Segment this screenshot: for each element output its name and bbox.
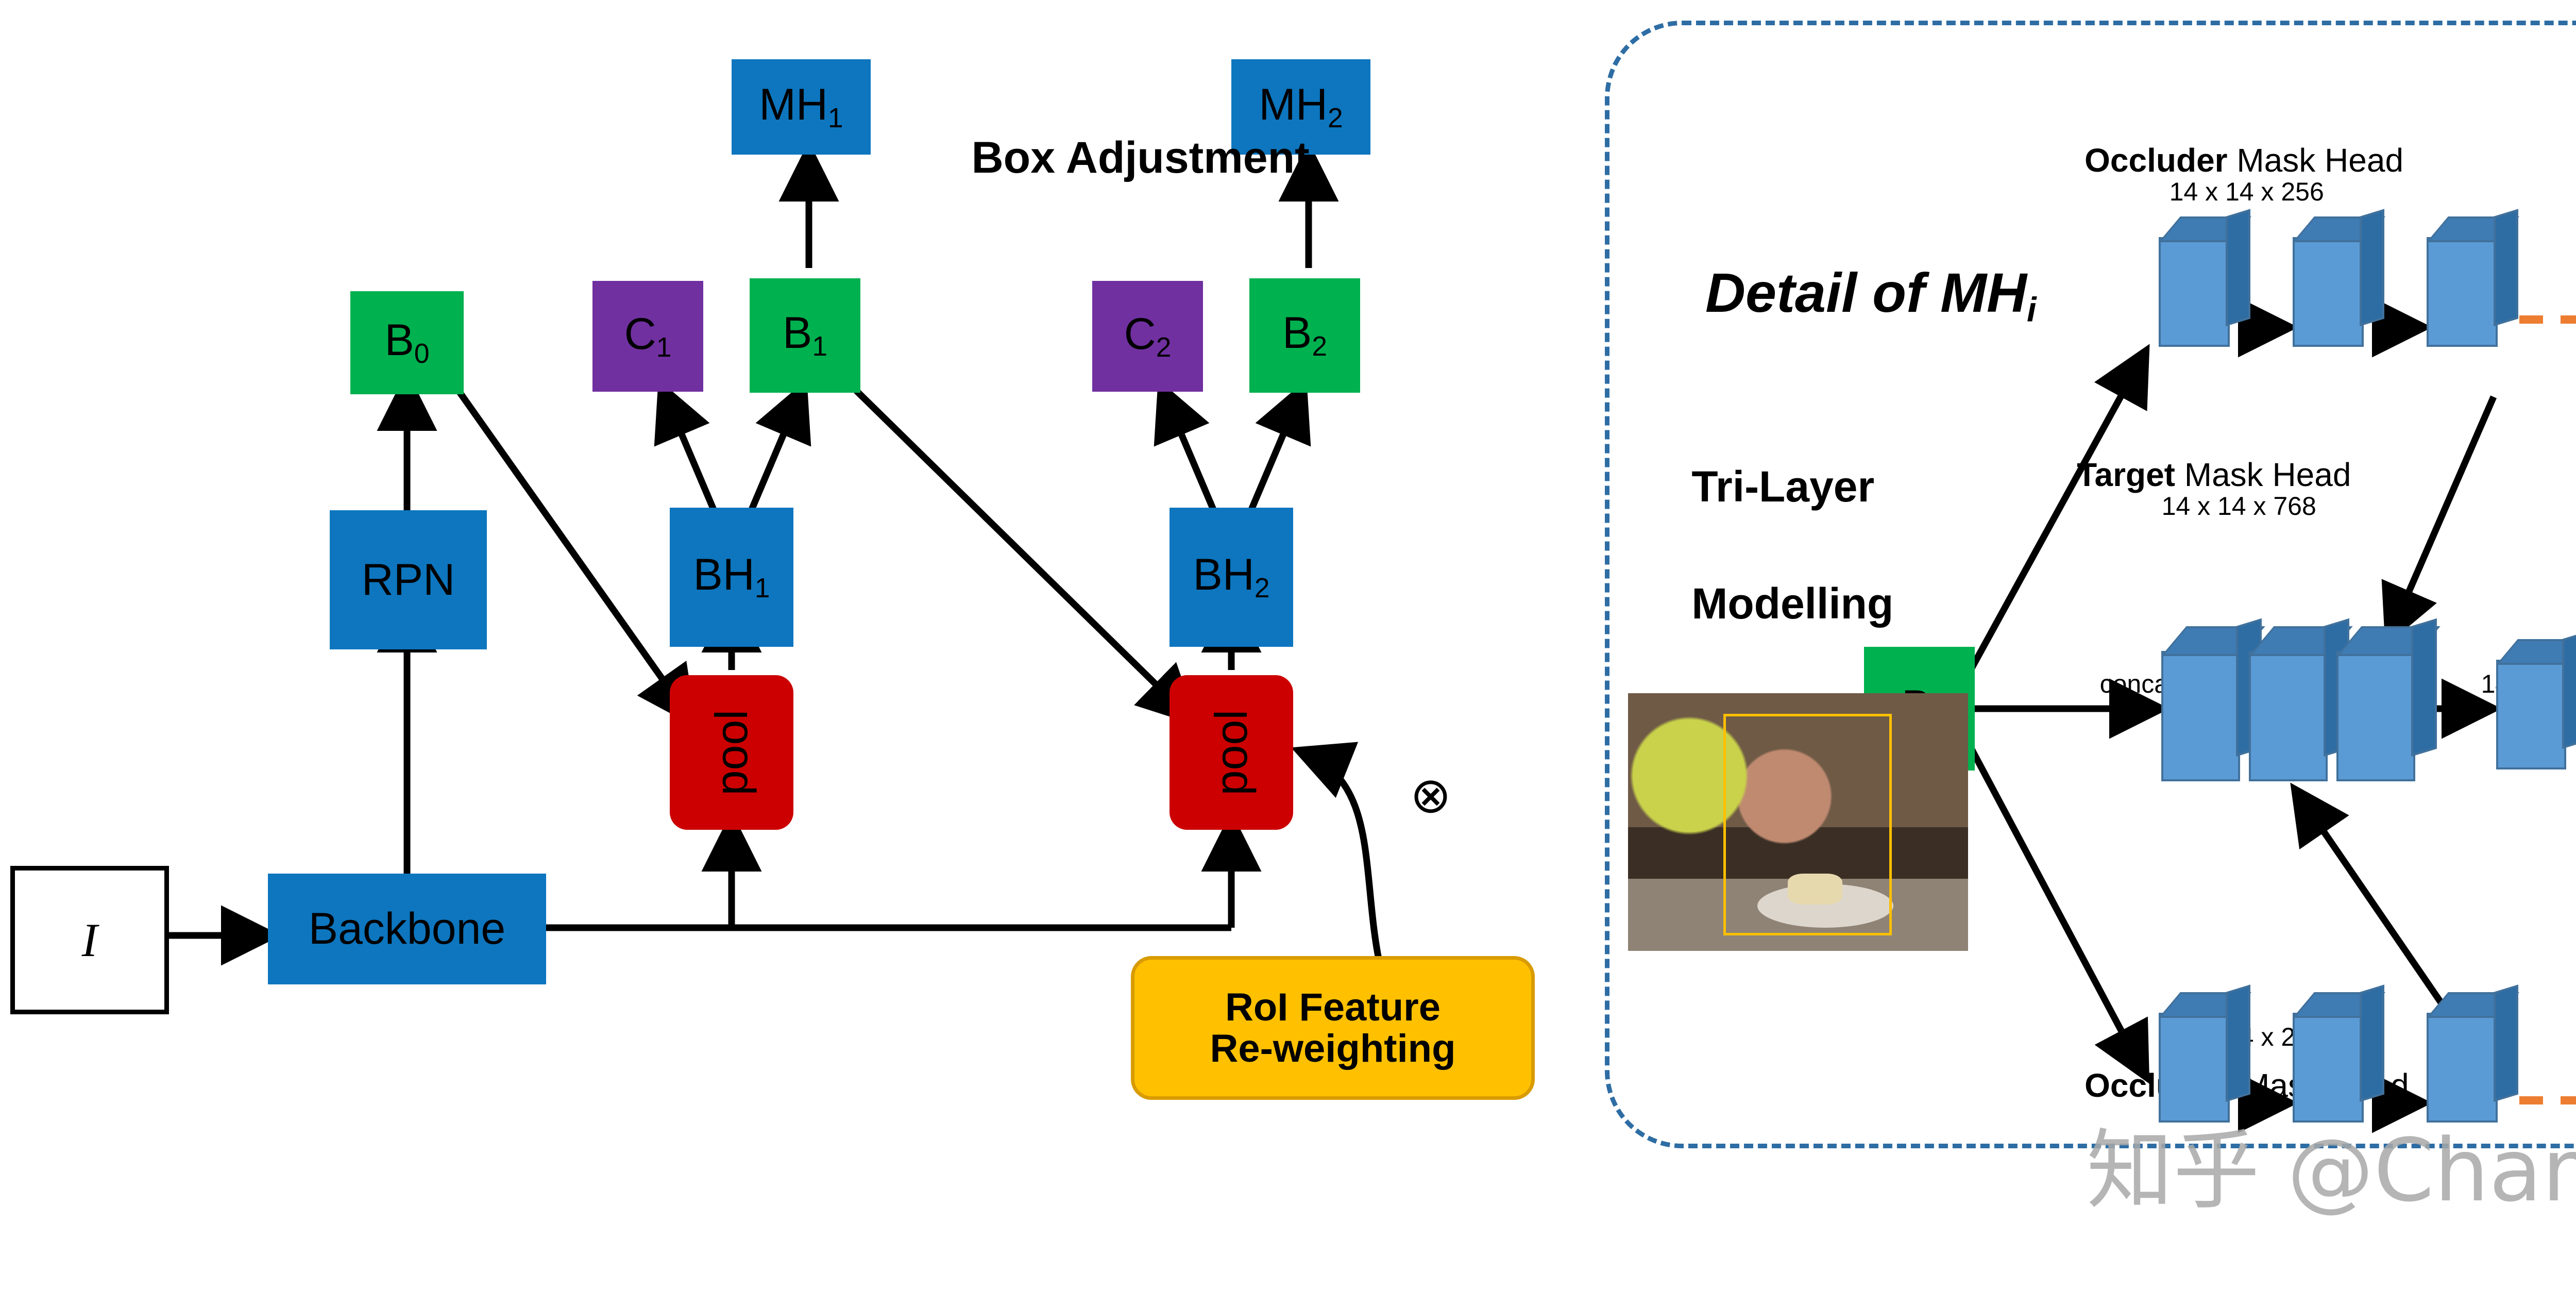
cube-side [2562, 631, 2576, 749]
roi-feature-reweighting-node[interactable]: RoI Feature Re-weighting [1131, 956, 1535, 1100]
cube-front [2159, 1013, 2230, 1123]
occluder-head-title: Occluder Mask Head [2084, 142, 2404, 179]
input-photo-thumbnail [1628, 693, 1968, 951]
b0-node[interactable]: B0 [350, 291, 464, 394]
pool1-label: pool [705, 709, 757, 796]
c2-node[interactable]: C2 [1092, 281, 1203, 392]
cube-side [2494, 984, 2518, 1102]
box-adjustment-title: Box Adjustment [971, 132, 1310, 182]
occluder-conv-2[interactable] [2293, 209, 2385, 347]
cube-side [2360, 209, 2384, 326]
target-head-dims: 14 x 14 x 768 [2161, 492, 2316, 521]
c1-label: C1 [624, 309, 672, 363]
bh1-label: BH1 [693, 550, 770, 604]
target-conv-concat-1[interactable] [2161, 618, 2265, 781]
mh1-label: MH1 [759, 79, 843, 133]
occluder-conv-3[interactable] [2427, 209, 2519, 347]
pool1-node[interactable]: pool [670, 675, 793, 830]
multiply-operator-icon: ⊗ [1410, 768, 1452, 823]
c2-label: C2 [1124, 309, 1172, 363]
tri-layer-modelling-label: Tri-Layer Modelling [1691, 462, 1894, 628]
occludee-conv-3[interactable] [2427, 984, 2519, 1123]
rpn-label: RPN [361, 555, 455, 605]
mh2-node[interactable]: MH2 [1231, 59, 1370, 155]
occludee-conv-1[interactable] [2159, 984, 2251, 1123]
b1-label: B1 [782, 308, 828, 362]
target-head-title: Target Mask Head [2077, 456, 2351, 493]
target-conv-4[interactable] [2496, 631, 2576, 769]
cube-front [2336, 651, 2415, 781]
target-conv-concat-2[interactable] [2249, 618, 2353, 781]
pool2-node[interactable]: pool [1170, 675, 1293, 830]
b2-node[interactable]: B2 [1249, 278, 1360, 393]
mh2-label: MH2 [1259, 79, 1343, 133]
input-photo-bbox [1723, 714, 1892, 935]
cube-front [2293, 237, 2364, 347]
mh1-node[interactable]: MH1 [732, 59, 871, 155]
cube-front [2159, 237, 2230, 347]
zhihu-watermark: 知乎 @Championchess [2087, 1120, 2576, 1221]
target-conv-concat-3[interactable] [2336, 618, 2441, 781]
reweight-line1: RoI Feature [1225, 985, 1441, 1029]
cube-side [2226, 984, 2250, 1102]
occludee-conv-2[interactable] [2293, 984, 2385, 1123]
b1-node[interactable]: B1 [750, 278, 860, 393]
cube-front [2249, 651, 2328, 781]
cube-front [2161, 651, 2240, 781]
cube-side [2411, 618, 2437, 757]
detail-panel-container [1605, 21, 2576, 1148]
bh1-node[interactable]: BH1 [670, 508, 793, 647]
backbone-label: Backbone [308, 904, 506, 954]
b2-label: B2 [1282, 308, 1328, 362]
bh2-node[interactable]: BH2 [1170, 508, 1293, 647]
cube-front [2496, 660, 2566, 769]
bh2-label: BH2 [1193, 550, 1270, 604]
detail-of-mh-title: Detail of MHi [1705, 261, 2037, 329]
c1-node[interactable]: C1 [592, 281, 703, 392]
backbone-node[interactable]: Backbone [268, 874, 546, 984]
cube-side [2226, 209, 2250, 326]
cube-side [2360, 984, 2384, 1102]
input-image-node[interactable]: I [10, 866, 169, 1014]
b0-label: B0 [384, 315, 430, 369]
occluder-head-dims: 14 x 14 x 256 [2169, 177, 2324, 206]
input-image-label: I [81, 913, 98, 966]
rpn-node[interactable]: RPN [330, 510, 487, 649]
cube-side [2494, 209, 2518, 326]
occluder-conv-1[interactable] [2159, 209, 2251, 347]
pool2-label: pool [1205, 709, 1257, 796]
cube-front [2427, 237, 2498, 347]
reweight-line2: Re-weighting [1210, 1026, 1456, 1070]
